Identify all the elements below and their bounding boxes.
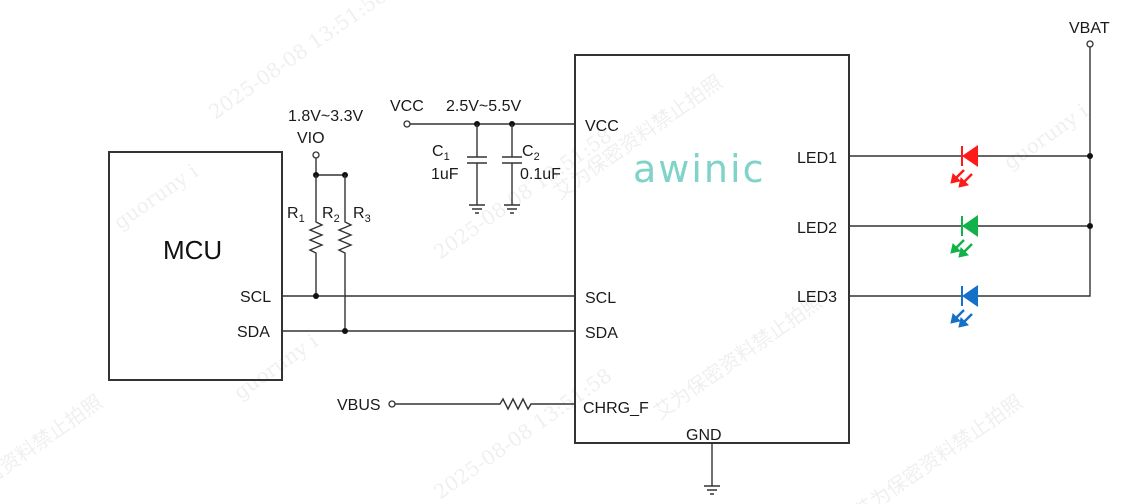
- vbus-resistor: [395, 397, 575, 411]
- vbus-label: VBUS: [337, 397, 381, 414]
- resistor-r1-label: R1: [287, 205, 305, 225]
- mcu-block: [108, 151, 283, 381]
- led-blue-icon: [950, 285, 978, 328]
- brand-logo: awinic: [633, 147, 765, 191]
- resistor-r2: [337, 175, 353, 331]
- chip-pin-sda: SDA: [585, 325, 618, 342]
- resistor-r2-label: R2: [322, 205, 340, 225]
- vcc-label: VCC: [390, 98, 424, 115]
- chip-pin-scl: SCL: [585, 290, 616, 307]
- ground-symbol: [704, 443, 720, 495]
- capacitor-c2-value: 0.1uF: [520, 166, 561, 183]
- chip-pin-led2: LED2: [797, 220, 837, 237]
- chip-pin-vcc: VCC: [585, 118, 619, 135]
- watermark-text: 2025-08-08 13:51:58: [204, 0, 391, 124]
- led-group: [950, 145, 978, 328]
- junction-dot: [1087, 223, 1093, 229]
- capacitor-c2: [502, 124, 522, 214]
- chip-pin-gnd: GND: [686, 427, 722, 444]
- mcu-label: MCU: [163, 235, 222, 265]
- capacitor-c1: [467, 124, 487, 214]
- chip-pin-led1: LED1: [797, 150, 837, 167]
- mcu-pin-scl: SCL: [240, 289, 271, 306]
- watermark-text: guoruny i: [999, 99, 1092, 174]
- mcu-pin-sda: SDA: [237, 324, 270, 341]
- junction-dot: [313, 293, 319, 299]
- watermark-text: 艾为保密资料禁止拍照: [849, 390, 1027, 504]
- watermark-text: 艾为保密资料禁止拍照: [649, 290, 827, 424]
- watermark-text: guoruny i: [109, 159, 202, 234]
- vio-label: VIO: [297, 130, 325, 147]
- watermark-text: 2025-08-08 13:51:58: [429, 363, 616, 504]
- resistor-r3-label: R3: [353, 205, 371, 225]
- vbat-wire: [849, 47, 1091, 297]
- chip-pin-chrg: CHRG_F: [583, 400, 649, 417]
- watermark-text: 艾为保密资料禁止拍照: [0, 390, 107, 504]
- capacitor-c1-value: 1uF: [431, 166, 459, 183]
- chip-pin-led3: LED3: [797, 289, 837, 306]
- capacitor-c1-label: C1: [432, 143, 450, 163]
- vcc-voltage: 2.5V~5.5V: [446, 98, 522, 115]
- led-red-icon: [950, 145, 978, 188]
- led-green-icon: [950, 215, 978, 258]
- vbat-label: VBAT: [1069, 20, 1110, 37]
- vbat-terminal: [1086, 40, 1094, 48]
- vio-wire: [315, 158, 345, 176]
- vio-terminal: [312, 151, 320, 159]
- vio-voltage: 1.8V~3.3V: [288, 108, 364, 125]
- junction-dot: [342, 328, 348, 334]
- vbus-terminal: [388, 400, 396, 408]
- resistor-r1: [308, 175, 324, 296]
- capacitor-c2-label: C2: [522, 143, 540, 163]
- vcc-terminal: [403, 120, 411, 128]
- junction-dot: [1087, 153, 1093, 159]
